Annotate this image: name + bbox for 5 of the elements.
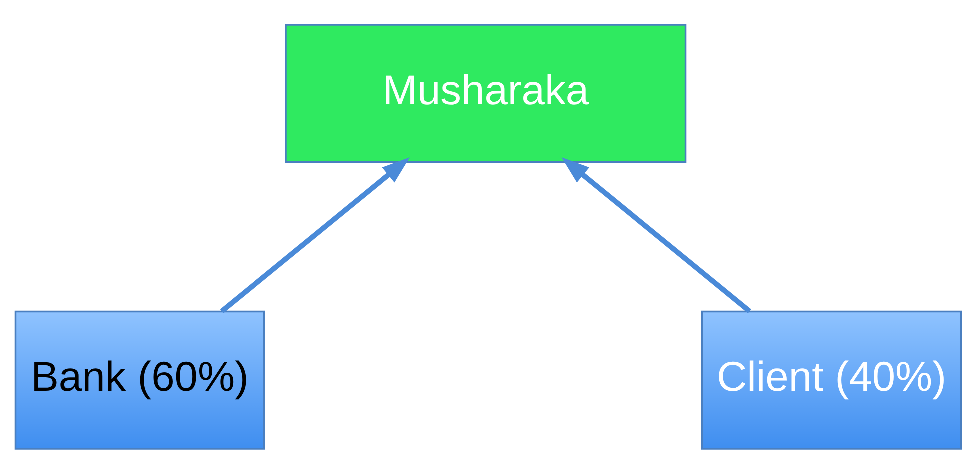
node-box: Bank (60%) xyxy=(14,310,266,450)
arrow xyxy=(562,158,752,314)
node-box: Client (40%) xyxy=(701,310,962,450)
arrow xyxy=(220,158,410,314)
node-box: Musharaka xyxy=(285,24,687,164)
